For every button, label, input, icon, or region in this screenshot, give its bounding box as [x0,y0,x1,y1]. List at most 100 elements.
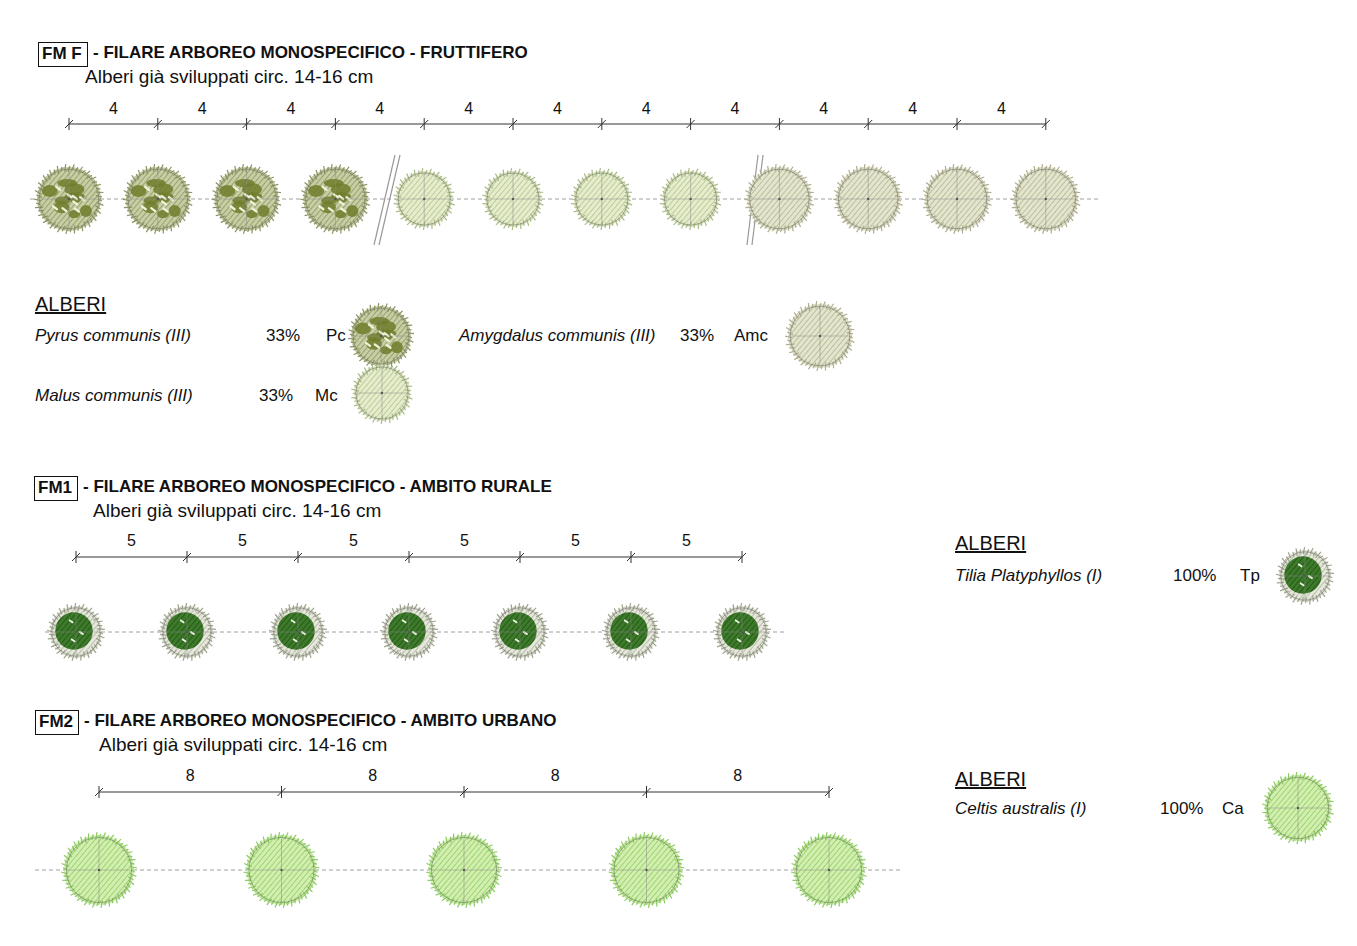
section-code-box: FM2 [35,710,79,735]
dimension-value: 4 [107,100,120,118]
dimension-tick [331,120,339,128]
dimension-value: 4 [462,100,475,118]
dimension-tick [516,553,524,561]
amyg-tree-symbol [1011,164,1080,234]
celtis-tree-symbol [791,832,867,908]
dimension-value: 5 [458,532,471,550]
celtis-tree-symbol [244,832,320,908]
dimension-value: 4 [729,100,742,118]
amyg-tree-symbol [922,164,991,234]
section-code: FM F [39,43,87,65]
legend-heading: ALBERI [35,293,106,316]
dimension-value: 5 [569,532,582,550]
dimension-tick [864,120,872,128]
legend-heading: ALBERI [955,768,1026,791]
dimension-value: 4 [196,100,209,118]
legend-heading: ALBERI [955,532,1026,555]
dimension-tick [598,120,606,128]
percentage: 33% [266,326,300,346]
dimension-tick [687,120,695,128]
tilia-tree-symbol [602,603,660,661]
dimension-value: 4 [285,100,298,118]
dimension-tick [627,553,635,561]
dimension-tick [183,553,191,561]
dimension-tick [775,120,783,128]
dimension-tick [953,120,961,128]
tilia-tree-symbol [47,603,105,661]
dimension-tick [825,788,833,796]
dimension-value: 4 [906,100,919,118]
dimension-value: 5 [680,532,693,550]
dimension-value: 8 [549,767,562,785]
section-subheading: Alberi già sviluppati circ. 14-16 cm [99,734,387,756]
amyg-tree-symbol [785,301,854,371]
species-name: Amygdalus communis (III) [459,326,656,346]
pyrus-tree-symbol [300,164,369,234]
pyrus-tree-symbol [34,164,103,234]
species-name: Tilia Platyphyllos (I) [955,566,1102,586]
celtis-tree-symbol [609,832,685,908]
dimension-tick [65,120,73,128]
section-subheading: Alberi già sviluppati circ. 14-16 cm [93,500,381,522]
pyrus-tree-symbol [212,164,281,234]
dimension-tick [72,553,80,561]
pyrus-tree-symbol [348,303,414,369]
malus-tree-symbol [571,168,632,230]
dimension-tick [154,120,162,128]
section-code-box: FM1 [34,476,78,501]
dimension-value: 8 [731,767,744,785]
tilia-tree-symbol [491,603,549,661]
amyg-tree-symbol [833,164,902,234]
tilia-tree-symbol [158,603,216,661]
malus-tree-symbol [351,362,412,424]
species-code: Amc [734,326,768,346]
dimension-value: 5 [347,532,360,550]
dimension-tick [294,553,302,561]
dimension-tick [95,788,103,796]
dimension-value: 4 [995,100,1008,118]
species-code: Pc [326,326,346,346]
section-code-box: FM F [38,42,88,67]
tilia-tree-symbol [380,603,438,661]
celtis-tree-symbol [426,832,502,908]
dimension-tick [643,788,651,796]
dimension-tick [278,788,286,796]
percentage: 100% [1160,799,1203,819]
section-code: FM1 [35,477,77,499]
section-subheading: Alberi già sviluppati circ. 14-16 cm [85,66,373,88]
dimension-tick [460,788,468,796]
dimension-value: 4 [640,100,653,118]
tilia-tree-symbol [713,603,771,661]
species-name: Celtis australis (I) [955,799,1086,819]
dimension-tick [738,553,746,561]
dimension-value: 5 [125,532,138,550]
percentage: 33% [680,326,714,346]
celtis-tree-symbol [61,832,137,908]
tilia-tree-symbol [269,603,327,661]
section-heading: - FILARE ARBOREO MONOSPECIFICO - AMBITO … [83,477,552,497]
section-code: FM2 [36,711,78,733]
dimension-tick [1042,120,1050,128]
percentage: 100% [1173,566,1216,586]
section-heading: - FILARE ARBOREO MONOSPECIFICO - AMBITO … [84,711,557,731]
dimension-value: 4 [817,100,830,118]
species-code: Mc [315,386,338,406]
species-code: Ca [1222,799,1244,819]
species-code: Tp [1240,566,1260,586]
dimension-value: 8 [184,767,197,785]
celtis-tree-symbol [1262,772,1333,844]
malus-tree-symbol [393,168,454,230]
pyrus-tree-symbol [123,164,192,234]
percentage: 33% [259,386,293,406]
dimension-tick [509,120,517,128]
dimension-tick [420,120,428,128]
malus-tree-symbol [482,168,543,230]
tilia-tree-symbol [1276,547,1334,605]
dimension-value: 8 [366,767,379,785]
dimension-tick [405,553,413,561]
dimension-value: 4 [373,100,386,118]
dimension-value: 4 [551,100,564,118]
amyg-tree-symbol [744,164,813,234]
